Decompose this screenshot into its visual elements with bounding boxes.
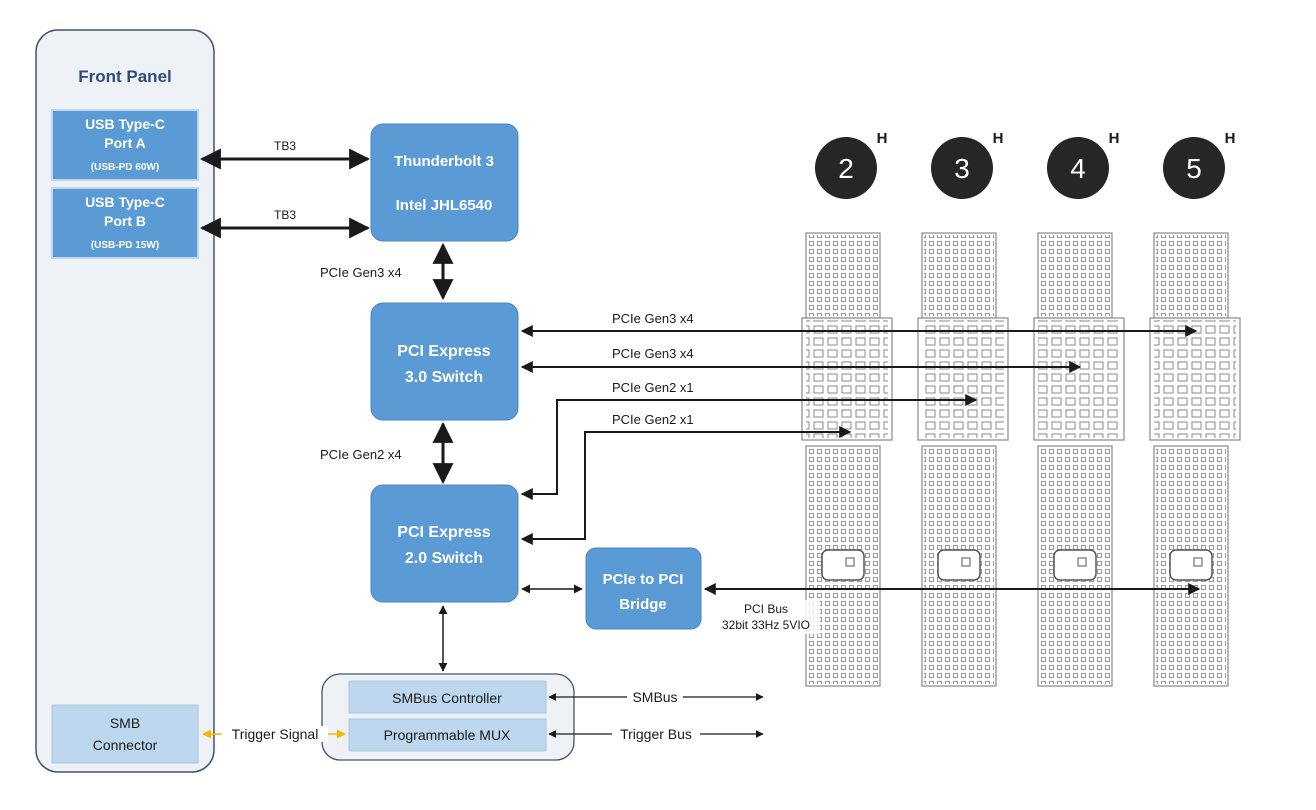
slot-number: 5	[1186, 153, 1202, 184]
usb-port-b-line2: Port B	[104, 213, 146, 229]
slot4-link-label: PCIe Gen3 x4	[612, 346, 694, 361]
smbus-label: SMBus	[632, 689, 677, 705]
trigger-bus-label: Trigger Bus	[620, 726, 692, 742]
slot-5: 5H	[1149, 130, 1241, 687]
trigger-signal-label: Trigger Signal	[232, 726, 319, 742]
bridge-line2: Bridge	[619, 596, 667, 613]
slot5-link-label: PCIe Gen3 x4	[612, 311, 694, 326]
slot-latch-notch	[1077, 557, 1087, 567]
usb-port-a-line1: USB Type-C	[85, 116, 165, 132]
tb3-label-a: TB3	[274, 139, 296, 153]
tb3-link-b: TB3	[199, 208, 371, 239]
slot4-link: PCIe Gen3 x4	[520, 346, 1082, 373]
slot-pcie-grid	[1154, 320, 1236, 438]
usb-port-b-line3: (USB-PD 15W)	[91, 240, 159, 251]
pci-bus-link: PCI Bus 32bit 33Hz 5VIO	[703, 583, 1201, 634]
slot-top-grid	[1040, 235, 1110, 316]
slot-latch	[821, 549, 865, 581]
tb-to-switch-link: PCIe Gen3 x4	[320, 242, 454, 301]
slot-number: 4	[1070, 153, 1086, 184]
slot-top-grid	[808, 235, 878, 316]
slot-latch-notch	[845, 557, 855, 567]
slot-number: 3	[954, 153, 970, 184]
smb-connector-line2: Connector	[93, 737, 158, 753]
slot-badge	[815, 137, 877, 199]
pcie3-switch: PCI Express 3.0 Switch	[370, 302, 519, 421]
pcie2-line1: PCI Express	[397, 524, 490, 541]
slot3-link: PCIe Gen2 x1	[520, 380, 978, 500]
slot-top-grid	[924, 235, 994, 316]
slot-3: 3H	[917, 130, 1009, 687]
slot-pcie-grid	[922, 320, 1004, 438]
slot-superscript: H	[877, 130, 888, 147]
slot2-link-label: PCIe Gen2 x1	[612, 412, 694, 427]
usb-port-a-line2: Port A	[104, 135, 145, 151]
tb3-link-a: TB3	[199, 139, 371, 170]
pcie3-line2: 3.0 Switch	[405, 369, 483, 386]
smb-connector: SMB Connector	[51, 704, 199, 764]
pci-bus-label-line1: PCI Bus	[744, 602, 788, 616]
slot5-link: PCIe Gen3 x4	[520, 311, 1198, 337]
slot-badge	[931, 137, 993, 199]
pci-bus-label-line2: 32bit 33Hz 5VIO	[722, 618, 810, 632]
thunderbolt-chip: Thunderbolt 3 Intel JHL6540	[370, 123, 519, 242]
slot-pcie-grid	[1038, 320, 1120, 438]
controller-group: SMBus Controller Programmable MUX	[321, 673, 575, 761]
slot-pcie-grid	[806, 320, 888, 438]
slot-number: 2	[838, 153, 854, 184]
switch3-to-switch2-label: PCIe Gen2 x4	[320, 447, 402, 462]
slot3-link-label: PCIe Gen2 x1	[612, 380, 694, 395]
slot-latch-notch	[961, 557, 971, 567]
smbus-link: SMBus	[548, 689, 764, 705]
usb-port-b: USB Type-C Port B (USB-PD 15W)	[51, 187, 199, 259]
pcie2-line2: 2.0 Switch	[405, 550, 483, 567]
pcie2-switch: PCI Express 2.0 Switch	[370, 484, 519, 603]
slot2-link: PCIe Gen2 x1	[520, 412, 852, 545]
slot-latch	[1169, 549, 1213, 581]
slot-badge	[1047, 137, 1109, 199]
slot-superscript: H	[993, 130, 1004, 147]
smb-connector-line1: SMB	[110, 715, 140, 731]
front-panel-title: Front Panel	[78, 67, 172, 86]
slot-superscript: H	[1225, 130, 1236, 147]
slot-4: 4H	[1033, 130, 1125, 687]
slot-latch	[1053, 549, 1097, 581]
slot-latch-notch	[1193, 557, 1203, 567]
slot-latch	[937, 549, 981, 581]
pci-bridge: PCIe to PCI Bridge	[585, 547, 702, 630]
usb-port-a-line3: (USB-PD 60W)	[91, 162, 159, 173]
slot-badge	[1163, 137, 1225, 199]
thunderbolt-line2: Intel JHL6540	[396, 197, 493, 214]
programmable-mux-label: Programmable MUX	[384, 727, 511, 743]
slot-top-grid	[1156, 235, 1226, 316]
usb-port-b-line1: USB Type-C	[85, 194, 165, 210]
trigger-signal-link: Trigger Signal	[202, 726, 346, 742]
tb3-label-b: TB3	[274, 208, 296, 222]
switch3-to-switch2-link: PCIe Gen2 x4	[320, 421, 454, 485]
front-panel: Front Panel USB Type-C Port A (USB-PD 60…	[35, 29, 215, 773]
bridge-line1: PCIe to PCI	[603, 571, 684, 588]
pcie3-line1: PCI Express	[397, 343, 490, 360]
tb-to-switch-label: PCIe Gen3 x4	[320, 265, 402, 280]
smbus-controller-label: SMBus Controller	[392, 690, 502, 706]
trigger-bus-link: Trigger Bus	[548, 726, 764, 742]
slot-superscript: H	[1109, 130, 1120, 147]
usb-port-a: USB Type-C Port A (USB-PD 60W)	[51, 109, 199, 181]
thunderbolt-line1: Thunderbolt 3	[394, 153, 494, 170]
